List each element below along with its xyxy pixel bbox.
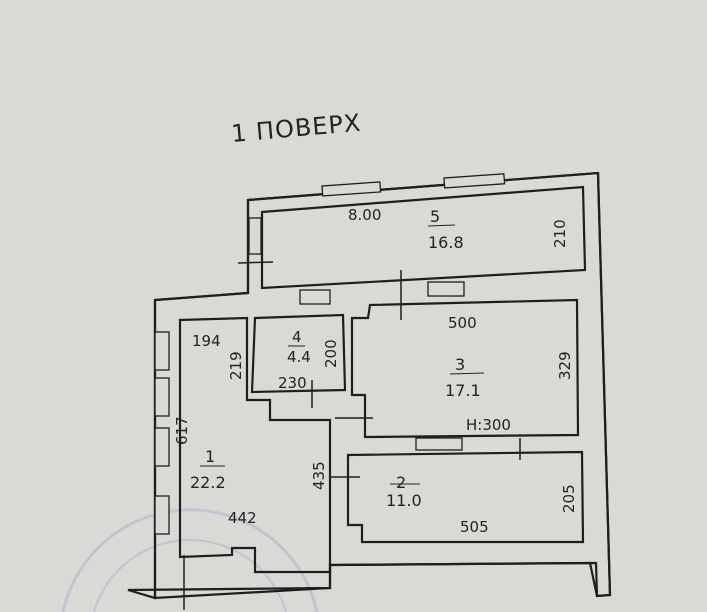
dim-194: 194 [192, 332, 221, 350]
room-5-length: 210 [551, 219, 569, 248]
room-2 [346, 450, 585, 544]
room-5-number: 5 [430, 207, 440, 226]
fraction-line [449, 372, 485, 375]
room-3-height: H:300 [466, 416, 511, 434]
room-1-extra: 435 [310, 461, 328, 490]
room-1-number: 1 [205, 447, 215, 466]
room-4 [250, 313, 347, 394]
room-3-area: 17.1 [445, 381, 481, 400]
room-5-area: 16.8 [428, 233, 464, 252]
room-1-length: 617 [173, 416, 191, 445]
room-5 [260, 185, 587, 290]
room-4-area: 4.4 [287, 348, 311, 366]
room-4-width: 230 [278, 374, 307, 392]
stamp [61, 508, 319, 612]
room-3 [350, 298, 580, 439]
room-1 [178, 316, 332, 574]
room-3-width: 500 [448, 314, 477, 332]
room-3-number: 3 [455, 355, 465, 374]
room-2-area: 11.0 [386, 491, 422, 510]
room-2-number: 2 [396, 473, 406, 492]
room-1-width: 442 [228, 509, 257, 527]
room-2-length: 205 [560, 484, 578, 513]
room-5-width: 8.00 [348, 206, 381, 224]
outer-wall [127, 171, 612, 600]
doors [183, 261, 521, 610]
room-3-length: 329 [556, 351, 574, 380]
room-2-width: 505 [460, 518, 489, 536]
windows [154, 173, 506, 535]
room-1-area: 22.2 [190, 473, 226, 492]
fraction-line [427, 224, 456, 227]
dim-219: 219 [227, 351, 245, 380]
floor-title: 1 ПОВЕРХ [230, 109, 362, 148]
outer-wall-exterior [153, 171, 612, 600]
room-4-number: 4 [292, 328, 302, 346]
room-4-length: 200 [322, 339, 340, 368]
